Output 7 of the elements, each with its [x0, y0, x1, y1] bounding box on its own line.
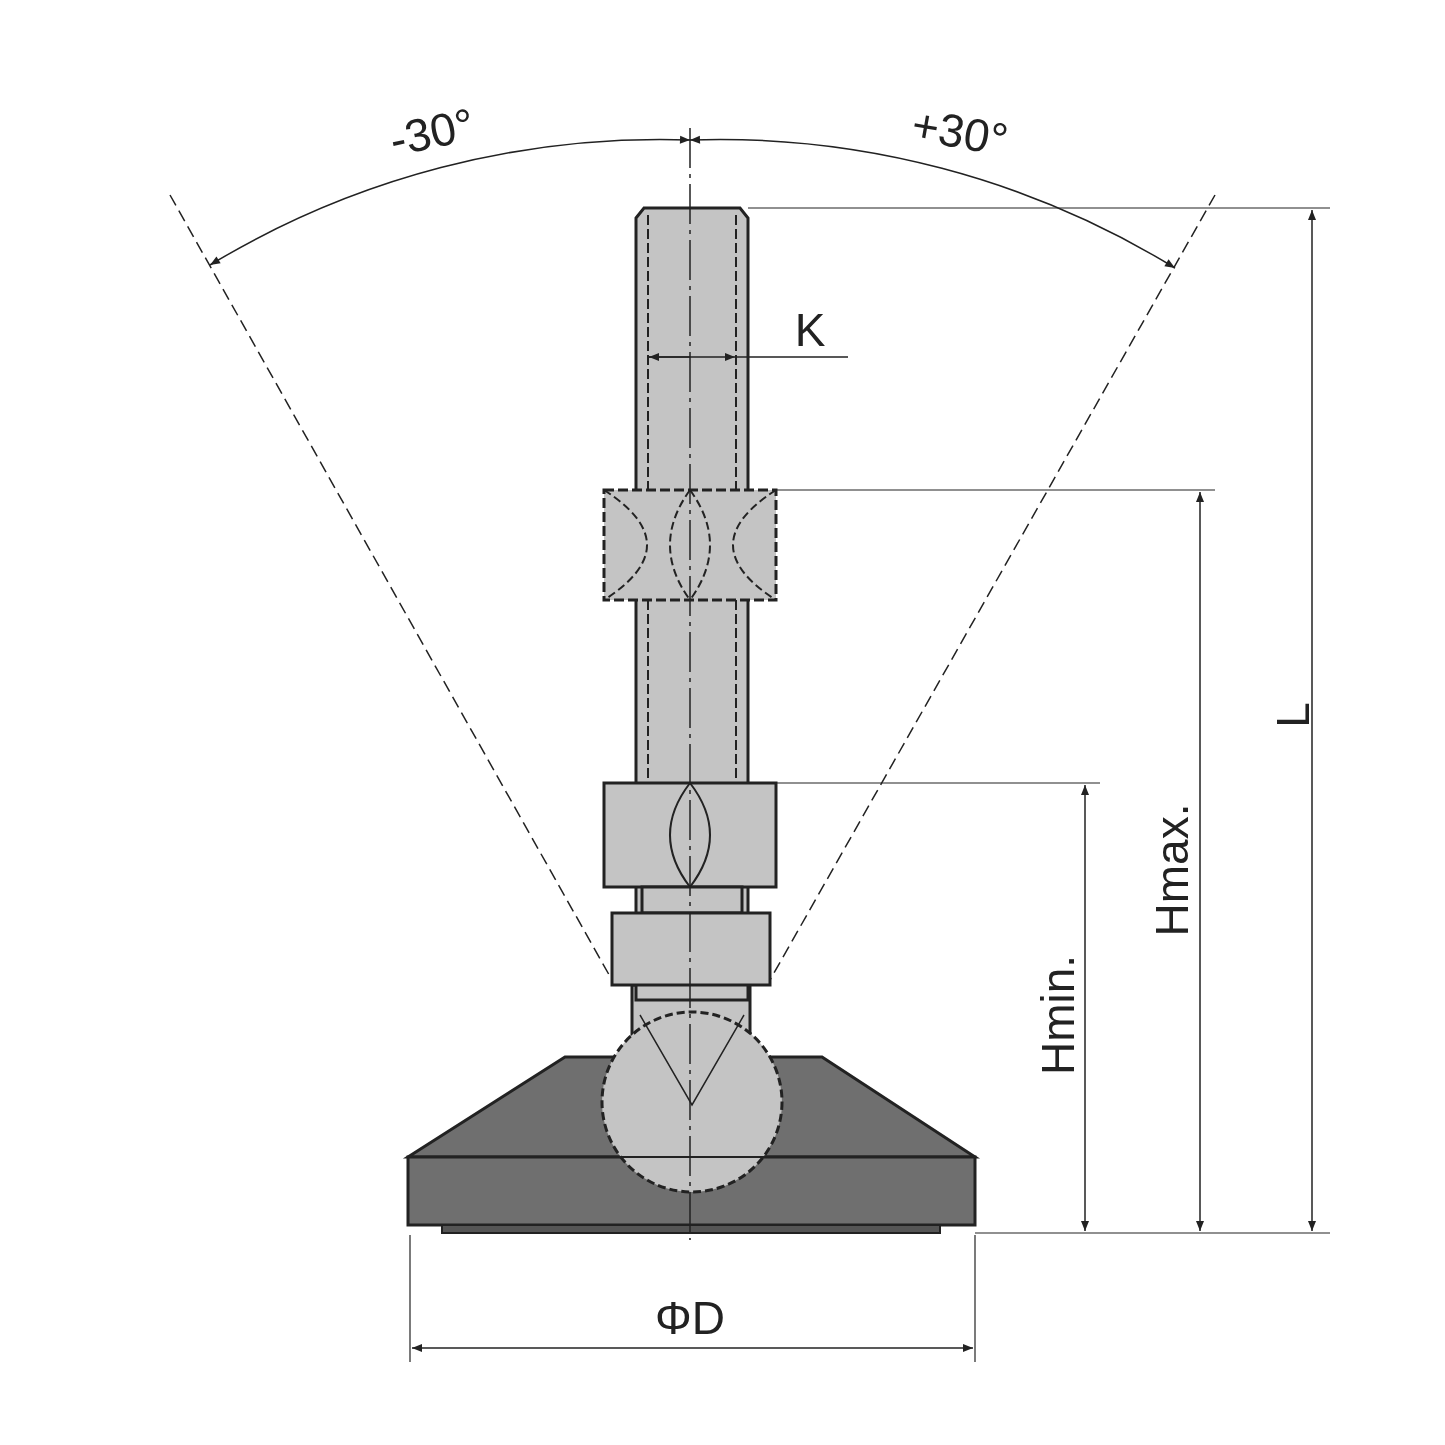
dimension-label: Hmin.: [1035, 954, 1081, 1076]
dimension-label: ΦD: [655, 1295, 725, 1341]
dimension-label: L: [1270, 702, 1316, 728]
dimension-label: K: [794, 307, 826, 353]
angle-label: -30°: [385, 100, 479, 164]
angle-label: +30°: [908, 101, 1012, 163]
dimension-label: Hmax.: [1149, 803, 1195, 937]
